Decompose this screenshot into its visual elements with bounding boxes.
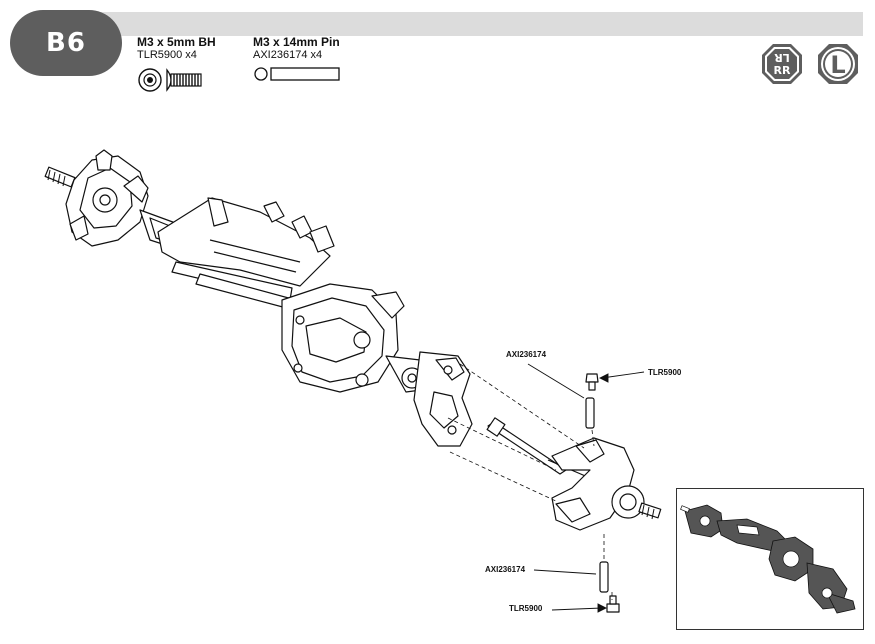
header-bar (96, 12, 863, 36)
part-screw: M3 x 5mm BH TLR5900 x4 (137, 35, 216, 62)
assembled-axle-inset (676, 488, 864, 630)
svg-text:L: L (830, 51, 845, 79)
step-label: B6 (46, 28, 86, 58)
svg-text:RR: RR (774, 64, 791, 77)
callout-screw-top: TLR5900 (648, 368, 682, 377)
svg-text:LR: LR (774, 51, 790, 64)
part-name: M3 x 14mm Pin (253, 35, 340, 49)
step-badge: B6 (10, 10, 122, 76)
left-side-icon: L (818, 44, 858, 84)
left-right-mirror-icon: LR RR (762, 44, 802, 84)
part-code: TLR5900 x4 (137, 49, 197, 61)
callout-screw-bottom: TLR5900 (509, 604, 543, 613)
callout-pin-bottom: AXI236174 (485, 565, 526, 574)
part-name: M3 x 5mm BH (137, 35, 216, 49)
part-pin: M3 x 14mm Pin AXI236174 x4 (253, 35, 340, 62)
axle-assembly-diagram (44, 149, 662, 613)
callout-pin-top: AXI236174 (506, 350, 547, 359)
assembled-axle-icon (680, 504, 856, 614)
button-head-screw-icon (138, 68, 202, 92)
part-code: AXI236174 x4 (253, 49, 323, 61)
pin-icon (254, 67, 340, 81)
